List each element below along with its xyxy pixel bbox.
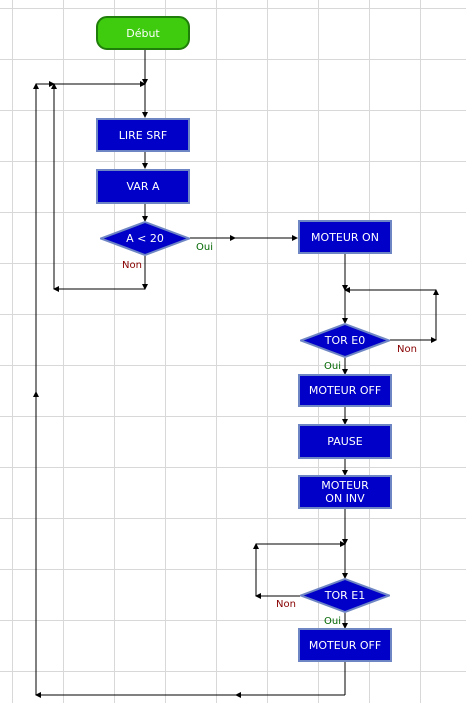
moteur-off-label-2: MOTEUR OFF — [308, 638, 382, 652]
tor-e1-diamond[interactable]: TOR E1 — [298, 577, 392, 614]
lire-srf-label: LIRE SRF — [118, 128, 168, 142]
tor-e0-shape — [298, 322, 392, 359]
pause-block[interactable]: PAUSE — [298, 424, 392, 459]
tor-e0-label: TOR E0 — [324, 334, 366, 347]
tor-e1-shape — [298, 577, 392, 614]
lire-srf-block[interactable]: LIRE SRF — [96, 118, 190, 152]
condition-a-diamond[interactable]: A < 20 — [98, 220, 192, 257]
tor-e0-diamond[interactable]: TOR E0 — [298, 322, 392, 359]
condition-a-shape — [98, 220, 192, 257]
pause-label: PAUSE — [327, 435, 363, 448]
tor-e1-yes-label: Oui — [324, 616, 341, 627]
moteur-off-label-1: MOTEUR OFF — [308, 384, 382, 397]
condition-a-yes-label: Oui — [196, 242, 213, 253]
start-label: Début — [126, 26, 160, 40]
moteur-on-label: MOTEUR ON — [311, 230, 379, 244]
var-a-label: VAR A — [126, 180, 160, 193]
condition-a-label: A < 20 — [126, 232, 164, 245]
condition-a-no-label: Non — [122, 260, 142, 271]
start-node[interactable]: Début — [96, 16, 190, 50]
tor-e1-label: TOR E1 — [324, 589, 366, 602]
moteur-on-inv-block[interactable]: MOTEUR ON INV — [298, 475, 392, 509]
var-a-block[interactable]: VAR A — [96, 169, 190, 204]
moteur-on-inv-label: MOTEUR ON INV — [321, 479, 369, 505]
moteur-off-block-2[interactable]: MOTEUR OFF — [298, 628, 392, 662]
tor-e0-no-label: Non — [397, 344, 417, 355]
moteur-off-block-1[interactable]: MOTEUR OFF — [298, 374, 392, 407]
tor-e0-yes-label: Oui — [324, 361, 341, 372]
tor-e1-no-label: Non — [276, 599, 296, 610]
moteur-on-block[interactable]: MOTEUR ON — [298, 220, 392, 254]
